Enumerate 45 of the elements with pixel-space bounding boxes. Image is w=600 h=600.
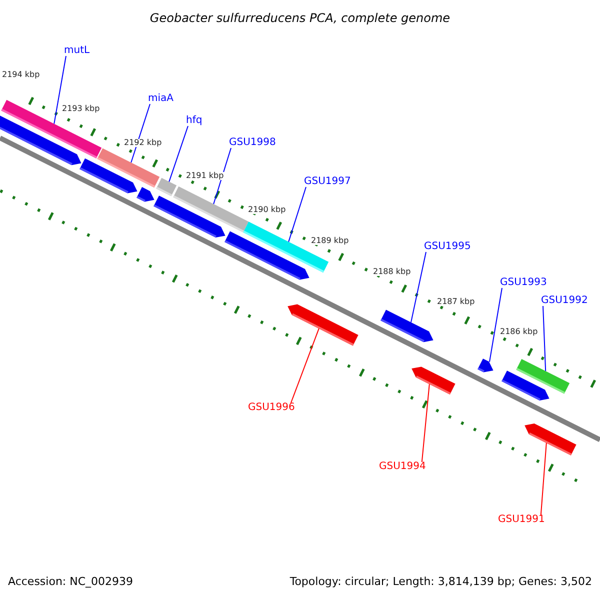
gene-feature [412, 366, 456, 394]
gene-feature [524, 424, 576, 456]
gene-label: hfq [186, 116, 202, 126]
scale-label: 2193 kbp [62, 105, 100, 113]
gene-feature [154, 196, 226, 238]
gene-feature [224, 231, 310, 280]
scale-label: 2194 kbp [2, 71, 40, 79]
scale-label: 2189 kbp [311, 237, 349, 245]
gene-feature [380, 310, 434, 342]
gene-label: GSU1992 [541, 296, 588, 306]
gene-feature [478, 358, 494, 372]
leader-line [290, 328, 320, 404]
title: Geobacter sulfurreducens PCA, complete genome [148, 12, 452, 24]
gene-label: GSU1997 [304, 177, 351, 187]
gene-feature [156, 178, 177, 196]
gene-label: miaA [148, 94, 174, 104]
leader-line [130, 104, 150, 163]
leader-line [288, 186, 306, 242]
footer-text: Accession: NC_002939 [8, 576, 134, 587]
scale-label: 2187 kbp [437, 298, 475, 306]
gene-feature [136, 187, 154, 202]
gene-label: GSU1994 [379, 462, 426, 472]
gene-feature [502, 370, 550, 400]
gene-label: GSU1991 [498, 515, 545, 525]
leader-line [540, 442, 547, 516]
scale-label: 2186 kbp [500, 328, 538, 336]
leader-line [489, 288, 502, 362]
leader-line [54, 56, 66, 124]
leader-line [421, 384, 430, 462]
scale-label: 2190 kbp [248, 206, 286, 214]
gene-label: GSU1996 [248, 403, 295, 413]
gene-label: mutL [64, 46, 90, 56]
scale-label: 2188 kbp [373, 268, 411, 276]
scale-label: 2192 kbp [124, 139, 162, 147]
gene-label: GSU1998 [229, 138, 276, 148]
gene-feature [80, 158, 138, 194]
leader-line [168, 126, 188, 182]
scale-label: 2191 kbp [186, 172, 224, 180]
gene-label: GSU1993 [500, 278, 547, 288]
gene-feature [288, 304, 358, 346]
gene-feature [0, 115, 82, 166]
leader-line [410, 252, 426, 323]
gene-label: GSU1995 [424, 242, 471, 252]
leader-line [213, 148, 232, 204]
footer-text: Topology: circular; Length: 3,814,139 bp; Genes: 3,502 [290, 576, 592, 587]
